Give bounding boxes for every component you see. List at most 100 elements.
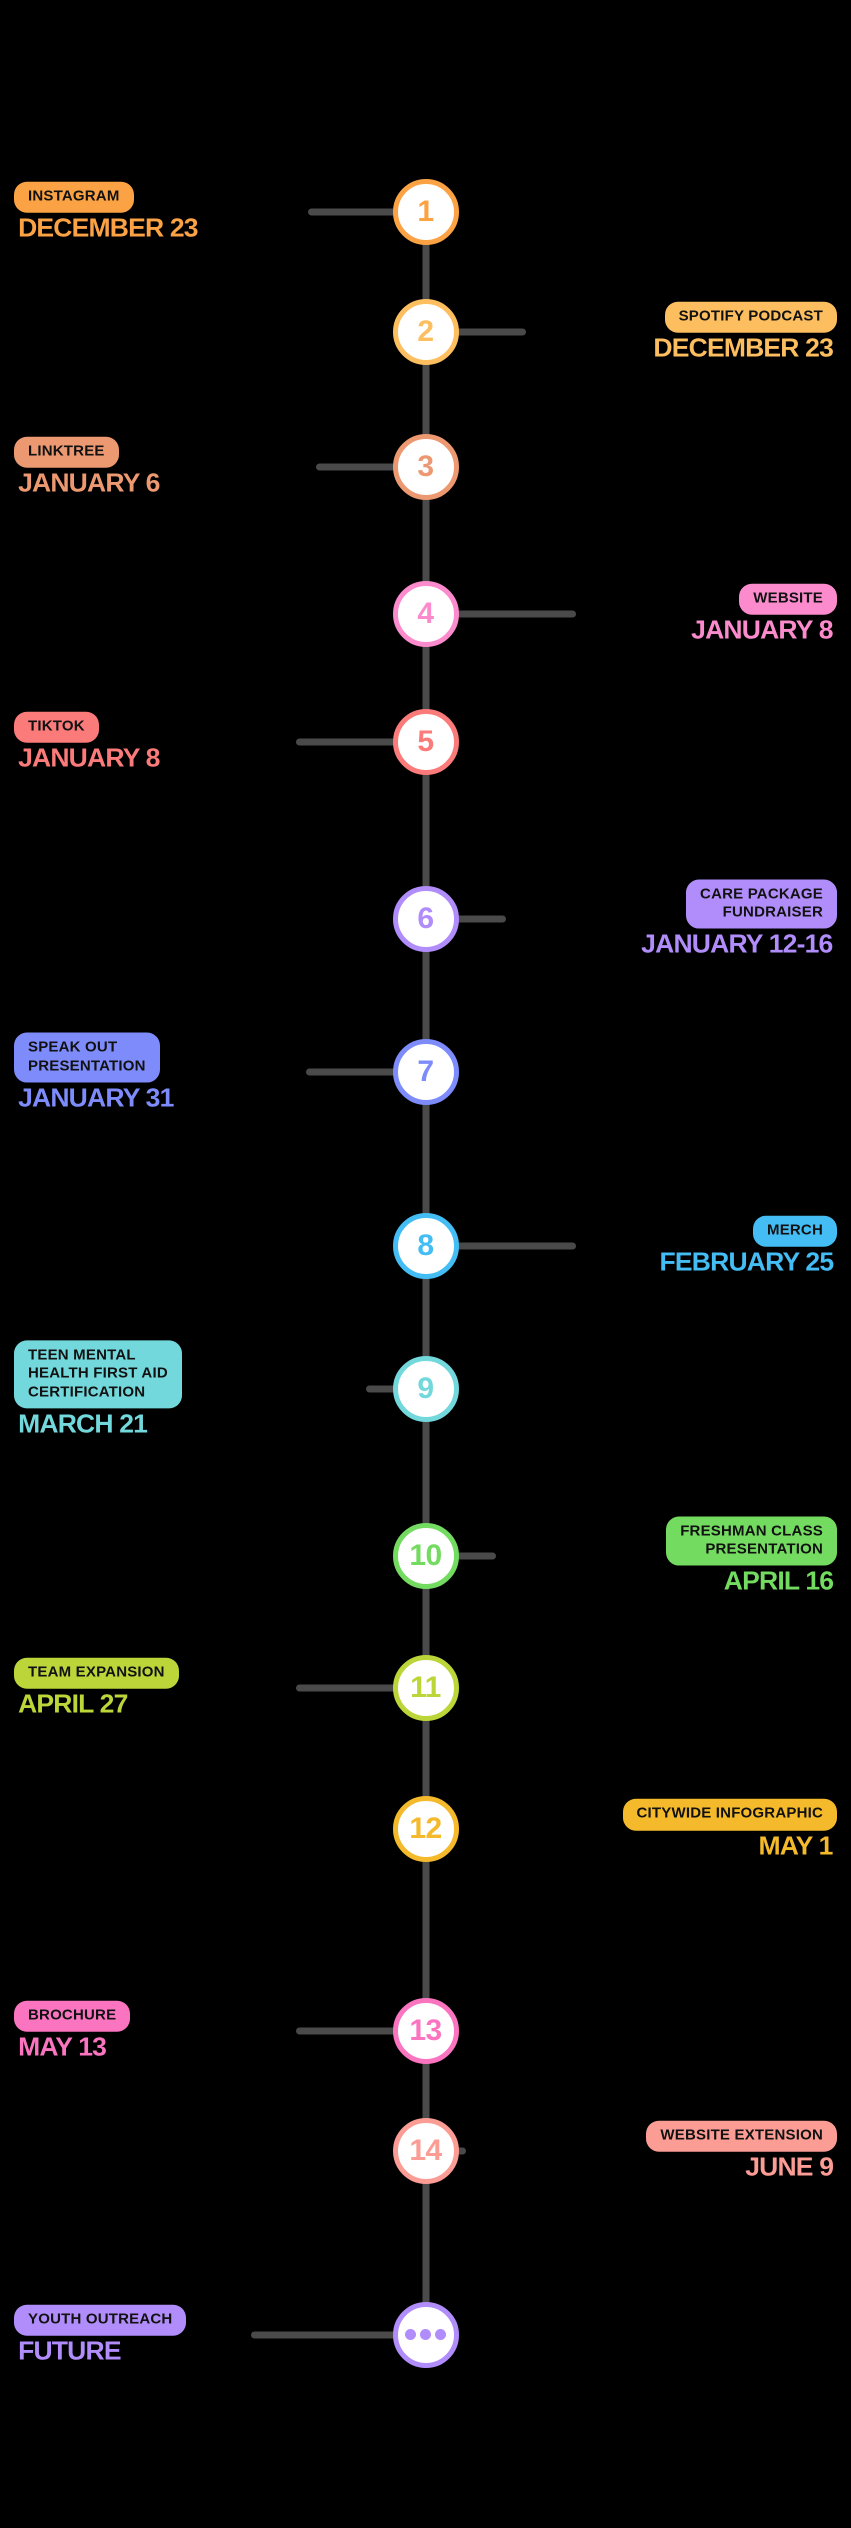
timeline-node-9[interactable]: 9	[392, 1356, 459, 1423]
milestone-pill[interactable]: TEAM EXPANSION	[14, 1657, 179, 1689]
node-number: 1	[417, 194, 434, 228]
timeline-node-2[interactable]: 2	[392, 298, 459, 365]
timeline-node-10[interactable]: 10	[392, 1522, 459, 1589]
milestone-date: JANUARY 8	[18, 743, 160, 774]
connector-line	[426, 328, 526, 336]
milestone-date: JANUARY 12-16	[641, 928, 834, 959]
connector-line	[296, 738, 426, 746]
milestone-date: JANUARY 8	[691, 614, 833, 645]
node-number: 12	[409, 1812, 442, 1846]
milestone-date: FEBRUARY 25	[659, 1246, 834, 1277]
timeline-node-5[interactable]: 5	[392, 709, 459, 776]
milestone-pill[interactable]: FRESHMAN CLASS PRESENTATION	[666, 1516, 837, 1566]
milestone-pill[interactable]: TEEN MENTAL HEALTH FIRST AID CERTIFICATI…	[14, 1340, 182, 1409]
milestone-pill[interactable]: CITYWIDE INFOGRAPHIC	[622, 1799, 837, 1831]
milestone-pill[interactable]: SPEAK OUT PRESENTATION	[14, 1032, 160, 1083]
timeline-label-group: TEEN MENTAL HEALTH FIRST AID CERTIFICATI…	[14, 1340, 182, 1437]
milestone-pill[interactable]: MERCH	[753, 1215, 837, 1247]
milestone-date: MAY 13	[18, 2032, 107, 2063]
timeline-node-12[interactable]: 12	[392, 1796, 459, 1863]
timeline-node-1[interactable]: 1	[392, 178, 459, 245]
milestone-pill[interactable]: WEBSITE	[739, 583, 837, 615]
timeline-node-3[interactable]: 3	[392, 433, 459, 500]
spine-segment	[422, 613, 429, 743]
milestone-date: MARCH 21	[18, 1408, 148, 1439]
node-number: 9	[417, 1372, 434, 1406]
spine-segment	[422, 1555, 429, 1688]
timeline-node-7[interactable]: 7	[392, 1039, 459, 1106]
connector-line	[426, 915, 506, 923]
timeline-node-4[interactable]: 4	[392, 580, 459, 647]
spine-segment	[422, 742, 429, 919]
milestone-date: FUTURE	[18, 2335, 121, 2366]
timeline-node-moremoremore[interactable]	[392, 2301, 459, 2368]
timeline-node-13[interactable]: 13	[392, 1998, 459, 2065]
spine-segment	[422, 918, 429, 1073]
milestone-date: APRIL 16	[723, 1565, 833, 1596]
spine-segment	[422, 331, 429, 467]
timeline-node-11[interactable]: 11	[392, 1654, 459, 1721]
connector-line	[426, 1242, 576, 1250]
spine-segment	[422, 2151, 429, 2335]
node-number: 11	[410, 1670, 441, 1704]
node-number: 3	[417, 449, 434, 483]
connector-line	[296, 1684, 426, 1692]
connector-line	[308, 208, 426, 216]
spine-segment	[422, 1245, 429, 1390]
timeline-node-8[interactable]: 8	[392, 1212, 459, 1279]
spine-segment	[422, 1687, 429, 1830]
milestone-date: DECEMBER 23	[18, 212, 198, 243]
node-number: 2	[417, 314, 434, 348]
connector-line	[316, 463, 426, 471]
milestone-date: JUNE 9	[744, 2152, 834, 2183]
milestone-pill[interactable]: INSTAGRAM	[14, 181, 134, 213]
milestone-pill[interactable]: SPOTIFY PODCAST	[664, 301, 837, 333]
connector-line	[426, 1552, 496, 1560]
ellipsis-icon	[405, 2329, 446, 2341]
timeline-item[interactable]: 9 TEEN MENTAL HEALTH FIRST AID CERTIFICAT…	[0, 1340, 851, 1437]
node-number: 8	[417, 1228, 434, 1262]
spine-segment	[422, 211, 429, 332]
timeline-node-14[interactable]: 14	[392, 2118, 459, 2185]
milestone-pill[interactable]: CARE PACKAGE FUNDRAISER	[686, 879, 837, 929]
spine-segment	[422, 1072, 429, 1246]
milestone-pill[interactable]: BROCHURE	[14, 2000, 131, 2033]
spine-segment	[422, 1389, 429, 1556]
milestone-pill[interactable]: LINKTREE	[14, 436, 119, 468]
node-number: 10	[409, 1538, 442, 1572]
milestone-pill[interactable]: YOUTH OUTREACH	[14, 2304, 187, 2336]
milestone-pill[interactable]: TIKTOK	[14, 711, 99, 744]
milestone-date: DECEMBER 23	[653, 332, 833, 363]
connector-line	[296, 2027, 426, 2035]
milestone-pill[interactable]: WEBSITE EXTENSION	[646, 2120, 837, 2153]
milestone-date: JANUARY 31	[18, 1082, 174, 1113]
timeline-node-6[interactable]: 6	[392, 885, 459, 952]
milestone-date: JANUARY 6	[18, 467, 160, 498]
